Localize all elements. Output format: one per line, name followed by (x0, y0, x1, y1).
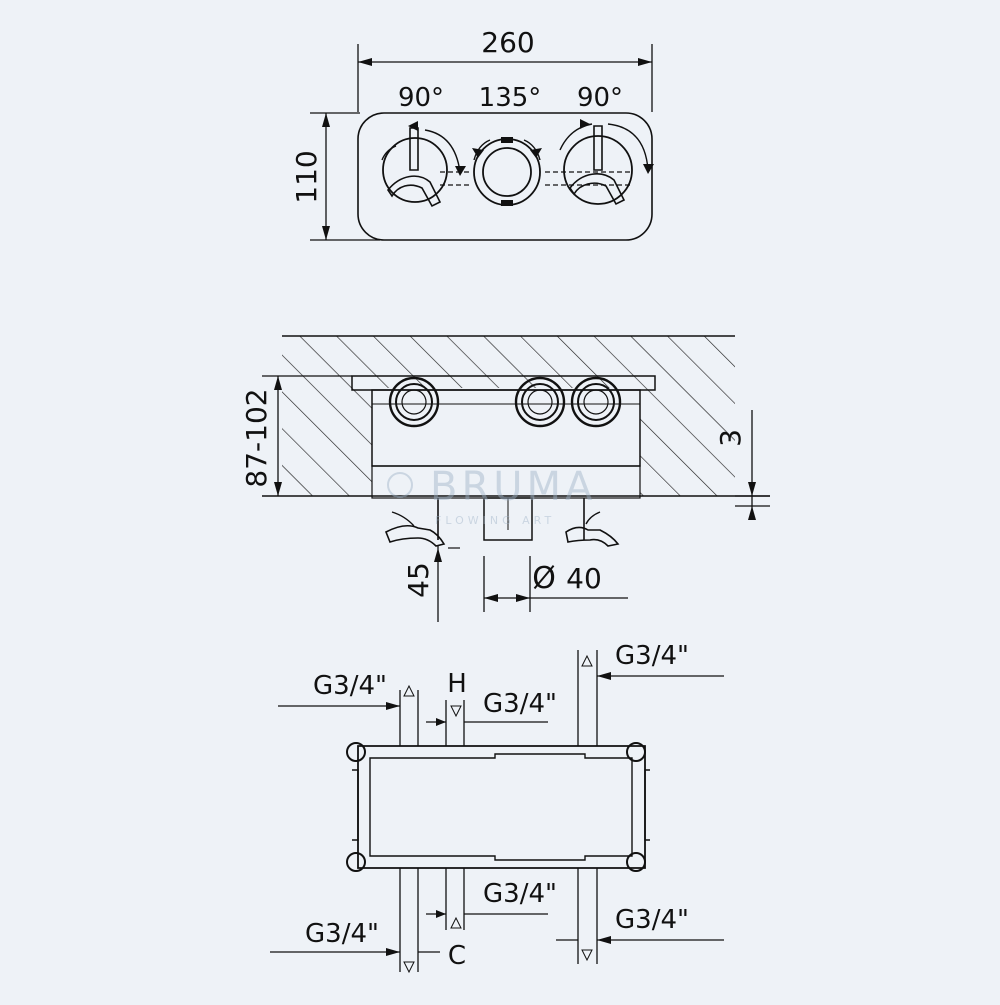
valve-port-2 (514, 376, 566, 428)
offset-label: 3 (714, 429, 747, 447)
bottom-left-connection-label: G3/4" (305, 919, 379, 949)
width-label: 260 (481, 26, 534, 59)
bottom-view: G3/4" H G3/4" G3/4" G (270, 641, 724, 974)
width-dimension: 260 (357, 26, 653, 112)
depth-label: 87-102 (240, 388, 273, 487)
top-left-pipe: G3/4" (278, 671, 419, 746)
watermark-logo-icon (387, 472, 413, 498)
top-left-connection-label: G3/4" (313, 671, 387, 701)
right-handle-icon (545, 119, 654, 206)
height-label: 110 (290, 150, 323, 203)
diameter-dimension: Ø 40 (483, 556, 628, 612)
height-dimension: 110 (290, 112, 380, 241)
bottom-right-connection-label: G3/4" (615, 905, 689, 935)
top-view: 260 110 90° 135° 90° (290, 26, 654, 241)
side-left-handle-icon (384, 498, 446, 547)
top-right-connection-label: G3/4" (615, 641, 689, 671)
mounting-frame (346, 742, 650, 872)
angle-center-label: 135° (479, 83, 542, 113)
left-handle-icon (381, 121, 470, 208)
side-right-handle-icon (565, 498, 620, 547)
top-right-pipe: G3/4" (577, 641, 724, 746)
diameter-label: 40 (566, 562, 602, 595)
bottom-cold-pipe: G3/4" C (426, 868, 557, 971)
bottom-cold-connection-label: G3/4" (483, 879, 557, 909)
depth-dimension: 87-102 (240, 375, 352, 496)
side-view: 87-102 3 45 Ø 40 (240, 335, 770, 622)
bottom-left-pipe: G3/4" (270, 868, 440, 974)
diameter-symbol: Ø (532, 561, 556, 596)
faceplate (357, 112, 653, 241)
valve-port-1 (388, 376, 440, 428)
thermostat-knob-icon (472, 137, 542, 206)
bottom-right-pipe: G3/4" (556, 868, 724, 964)
protrusion-label: 45 (402, 562, 435, 598)
valve-port-3 (570, 376, 622, 428)
offset-dimension: 3 (714, 410, 770, 520)
angle-left-label: 90° (398, 83, 444, 113)
cold-marker: C (448, 941, 466, 971)
side-spout (483, 497, 533, 541)
brand-watermark: BRUMA FLOWING ART (387, 464, 596, 527)
hot-marker: H (447, 669, 467, 699)
top-hot-pipe: H G3/4" (426, 669, 557, 746)
watermark-tagline: FLOWING ART (435, 514, 555, 527)
top-hot-connection-label: G3/4" (483, 689, 557, 719)
protrusion-dimension: 45 (402, 546, 460, 622)
watermark-brand: BRUMA (430, 464, 596, 510)
angle-right-label: 90° (577, 83, 623, 113)
